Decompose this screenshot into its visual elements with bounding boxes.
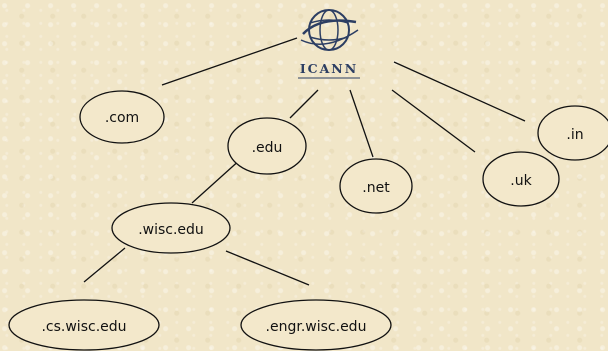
icann-logo-text: ICANN	[300, 61, 358, 76]
node-cs: .cs.wisc.edu	[8, 299, 160, 351]
node-engr-label: .engr.wisc.edu	[266, 319, 367, 335]
node-com: .com	[79, 90, 165, 144]
node-net: .net	[339, 158, 413, 214]
node-cs-label: .cs.wisc.edu	[41, 319, 126, 335]
node-edu-label: .edu	[252, 140, 283, 156]
node-edu: .edu	[227, 117, 307, 175]
node-net-label: .net	[362, 180, 390, 196]
node-in: .in	[537, 105, 608, 161]
node-uk: .uk	[482, 151, 560, 207]
edge-edu-wisc	[191, 157, 243, 204]
edge-icann-edu	[289, 89, 319, 119]
edge-icann-uk	[391, 89, 476, 153]
node-com-label: .com	[105, 110, 139, 126]
node-engr: .engr.wisc.edu	[240, 299, 392, 351]
edge-icann-net	[349, 89, 374, 158]
node-wisc-label: .wisc.edu	[138, 222, 204, 238]
edge-wisc-engr	[225, 250, 310, 286]
globe-icon	[300, 9, 359, 51]
edges	[83, 37, 526, 286]
edge-wisc-cs	[83, 247, 126, 283]
node-uk-label: .uk	[510, 173, 532, 189]
node-in-label: .in	[566, 127, 583, 143]
icann-logo: ICANN	[298, 9, 360, 79]
node-wisc: .wisc.edu	[111, 202, 231, 254]
edge-icann-in	[393, 61, 526, 122]
edge-icann-com	[161, 37, 298, 86]
